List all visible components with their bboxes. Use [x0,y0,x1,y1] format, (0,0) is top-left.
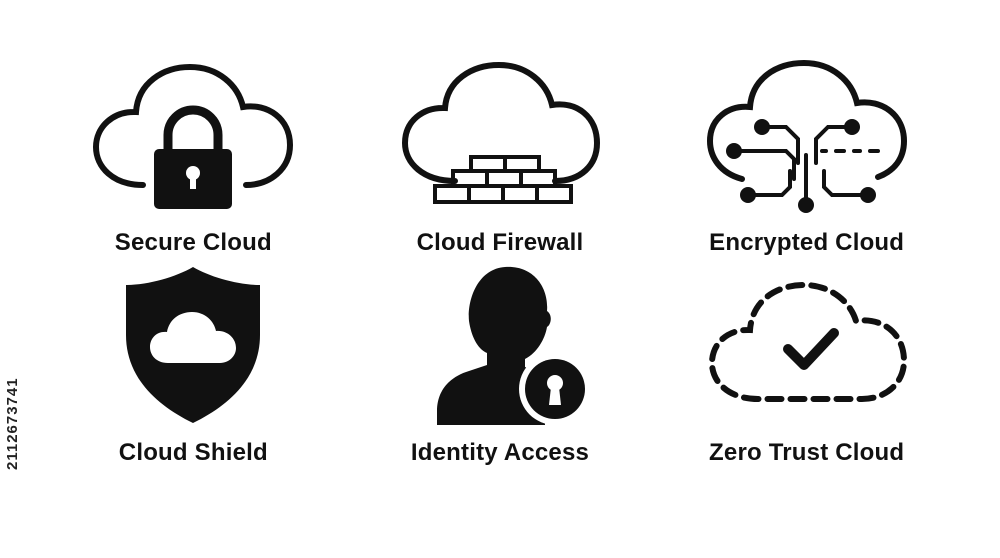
tile-label: Identity Access [410,439,590,466]
cloud-lock-icon [93,63,294,209]
tile-label: Cloud Shield [118,439,268,466]
tile-label: Zero Trust Cloud [709,439,905,466]
icon-grid: Secure Cloud Cloud Firewall [40,55,960,515]
person-keyhole-icon [436,266,591,425]
tile-zero-trust-cloud: Zero Trust Cloud [653,265,960,515]
cloud-firewall-icon [401,61,600,204]
tile-encrypted-cloud: Encrypted Cloud [653,55,960,265]
tile-identity-access: Identity Access [347,265,654,515]
tile-label: Cloud Firewall [416,229,584,256]
stock-image-id: 2112673741 [4,377,21,470]
tile-label: Secure Cloud [114,229,272,256]
shield-cloud-icon [126,267,261,423]
tile-cloud-shield: Cloud Shield [40,265,347,515]
dashed-cloud-check-icon [708,281,907,402]
tile-label: Encrypted Cloud [709,229,905,256]
tile-secure-cloud: Secure Cloud [40,55,347,265]
tile-cloud-firewall: Cloud Firewall [347,55,654,265]
cloud-circuit-icon [706,59,907,213]
